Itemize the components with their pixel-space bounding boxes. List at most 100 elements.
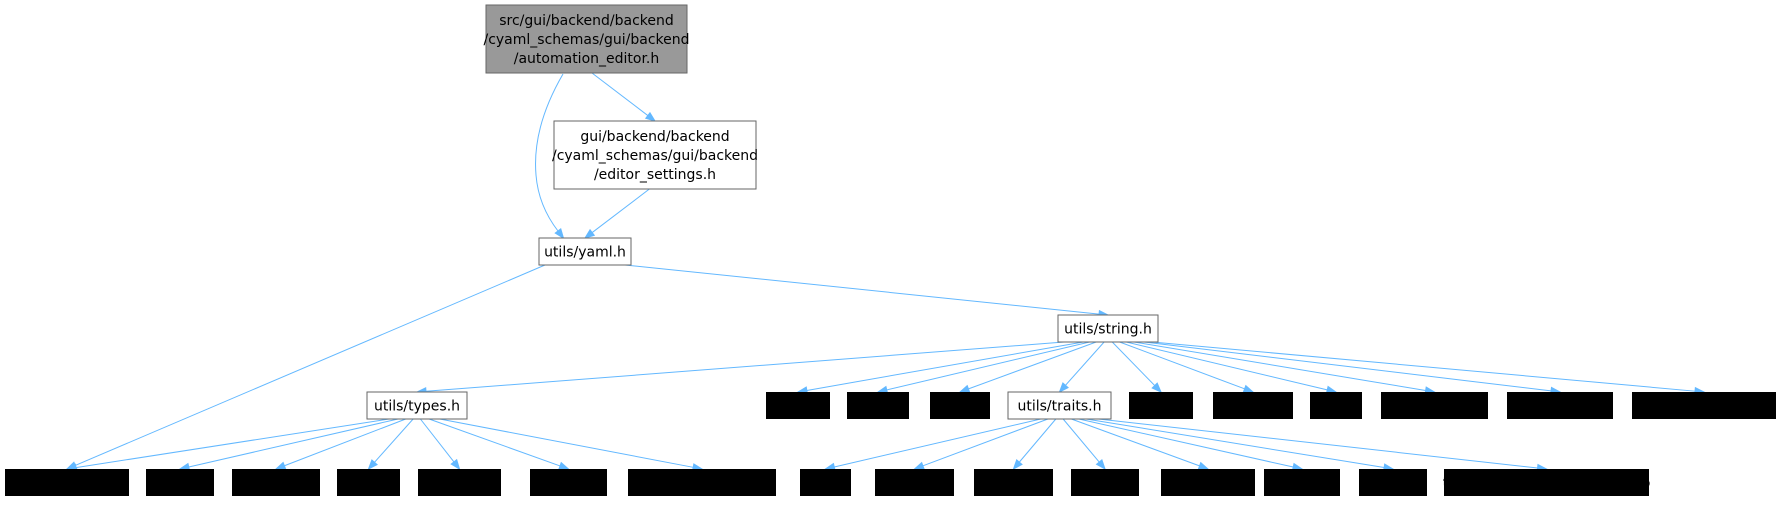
node-box (146, 469, 214, 496)
edge-line (1111, 341, 1156, 386)
arrow-head (450, 458, 461, 471)
node-label: fmt/ranges.h (1515, 399, 1605, 415)
edge-types_h-to-zrythm_config (65, 418, 390, 472)
node-optional: optional (974, 469, 1053, 496)
node-json: nlohmann/json.hpp (1632, 392, 1776, 419)
edge-types_h-to-filesystem (420, 418, 461, 471)
edge-string_h-to-string (876, 341, 1090, 394)
edge-line (1018, 418, 1057, 463)
edge-string_h-to-cstdlib (796, 341, 1084, 395)
node-box (628, 469, 776, 496)
node-label: cstdlib (775, 399, 821, 415)
edge-string_h-to-fmt_format (1134, 341, 1436, 395)
node-label: utils/string.h (1064, 322, 1152, 338)
node-box (337, 469, 400, 496)
node-automation-editor[interactable]: src/gui/backend/backend/cyaml_schemas/gu… (483, 4, 690, 74)
node-label: /cyaml_schemas/gui/backend (483, 32, 689, 48)
node-ranges: ranges (1071, 469, 1139, 496)
node-label: array (807, 476, 844, 492)
node-box (530, 469, 607, 496)
node-array: array (800, 469, 851, 496)
node-box (1359, 469, 1427, 496)
node-zrythm-config: zrythm-config.h (5, 469, 129, 496)
node-label: utility (940, 399, 980, 415)
edge-line (75, 264, 546, 466)
node-box (1381, 392, 1488, 419)
arrow-head (1242, 384, 1255, 393)
edges-layer (65, 72, 1706, 473)
node-traits-h[interactable]: utils/traits.h (1007, 391, 1112, 420)
node-types-h[interactable]: utils/types.h (366, 391, 468, 420)
edge-line (886, 341, 1090, 391)
node-yaml[interactable]: utils/yaml.h (538, 237, 632, 266)
node-label: /editor_settings.h (594, 167, 716, 183)
edge-traits_h-to-variant (1078, 418, 1304, 472)
arrow-head (554, 228, 565, 240)
node-label: string (858, 399, 898, 415)
node-cinttypes: cinttypes (232, 469, 320, 496)
node-box (766, 392, 830, 419)
arrow-head (558, 461, 570, 470)
arrow-head (1012, 459, 1023, 471)
node-magic-enum: magic_enum_all.hpp (628, 469, 776, 496)
node-label: /automation_editor.h (514, 51, 660, 67)
edge-line (1071, 418, 1200, 467)
node-label: QUrl (1321, 399, 1352, 415)
node-cstdint: cstdint (337, 469, 400, 496)
node-label: type_traits (1171, 476, 1246, 492)
node-memory: memory (875, 469, 954, 496)
node-box (1264, 469, 1340, 496)
arrow-head (644, 111, 657, 122)
node-label: /cyaml_schemas/gui/backend (552, 148, 758, 164)
edge-line (1098, 418, 1538, 469)
edge-line (1078, 418, 1294, 468)
edge-line (439, 418, 694, 468)
node-label: nlohmann/json.hpp (1637, 399, 1772, 415)
edge-line (428, 418, 561, 467)
node-string-h[interactable]: utils/string.h (1057, 314, 1159, 343)
node-box (1444, 469, 1649, 496)
edge-line (1144, 341, 1552, 392)
node-label: optional (985, 476, 1042, 492)
node-filesystem: filesystem (418, 469, 501, 496)
node-label: utils/types.h (374, 399, 460, 415)
node-utility: utility (930, 392, 990, 419)
node-label: fmt/format.h (1390, 399, 1479, 415)
node-label: cstdint (345, 476, 393, 492)
edge-line (968, 341, 1097, 390)
edge-string_h-to-qstring (1119, 341, 1255, 393)
node-strong-typedef: type_safe/strong_typedef.hpp (1443, 469, 1650, 496)
node-box (553, 120, 757, 190)
edge-traits_h-to-ranges (1062, 418, 1106, 471)
edge-line (1062, 418, 1100, 463)
edge-line (535, 73, 564, 232)
node-box (5, 469, 129, 496)
edge-line (1119, 341, 1245, 390)
node-label: utils/yaml.h (544, 245, 626, 261)
node-chrono: chrono (146, 469, 214, 496)
node-cstdlib: cstdlib (766, 392, 830, 419)
edge-line (591, 188, 650, 233)
edge-traits_h-to-array (824, 418, 1041, 471)
node-editor-settings[interactable]: gui/backend/backend/cyaml_schemas/gui/ba… (552, 120, 758, 190)
node-box (538, 237, 632, 266)
edge-line (420, 418, 455, 463)
node-box (930, 392, 990, 419)
node-box (1632, 392, 1776, 419)
node-box (1007, 391, 1112, 420)
node-box (366, 391, 468, 420)
node-box (974, 469, 1053, 496)
edge-string_h-to-traits_h (1058, 341, 1105, 394)
node-box (485, 4, 688, 74)
node-fmt-format: fmt/format.h (1381, 392, 1488, 419)
node-label: memory (885, 476, 944, 492)
edge-traits_h-to-optional (1012, 418, 1057, 471)
node-box (1507, 392, 1613, 419)
node-fmt-ranges: fmt/ranges.h (1507, 392, 1613, 419)
arrow-head (367, 459, 378, 471)
edge-yaml-to-zrythm_config (65, 264, 546, 470)
edge-string_h-to-qhash (1111, 341, 1162, 393)
arrow-head (958, 384, 971, 393)
edge-line (624, 264, 1100, 315)
